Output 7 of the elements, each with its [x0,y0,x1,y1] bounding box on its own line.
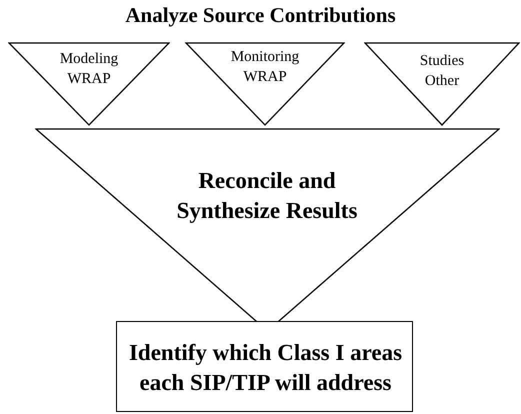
step-label: Studies Other [418,52,466,90]
box-label: Identify which Class I areas each SIP/TIP will address [128,339,404,397]
diagram-title: Analyze Source Contributions [124,3,397,28]
step-label: Modeling WRAP [58,50,120,88]
step-label: Monitoring WRAP [230,48,300,86]
process-box [116,321,413,412]
step-label: Reconcile and Synthesize Results [176,167,358,225]
